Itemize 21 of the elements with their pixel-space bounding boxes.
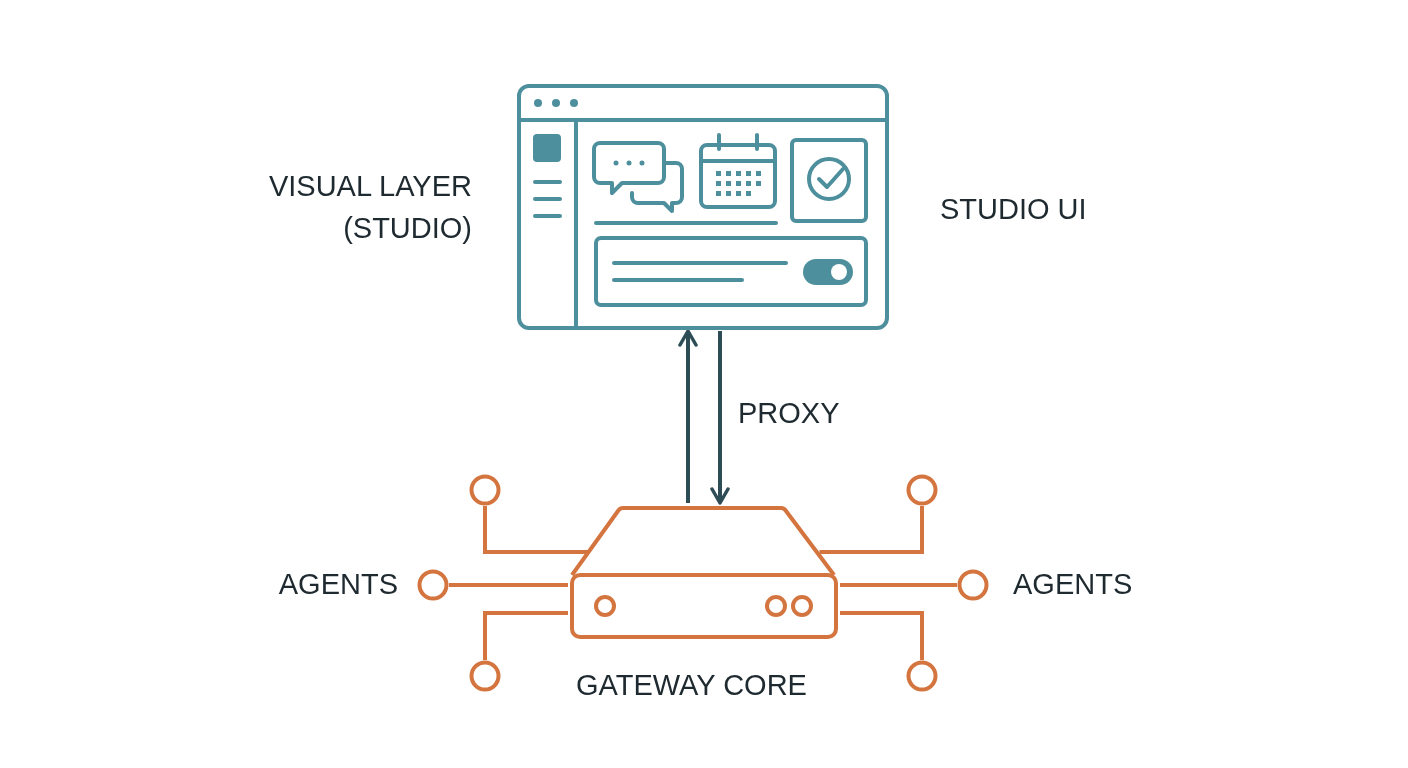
connector-line [840, 583, 957, 587]
connector-line [449, 583, 568, 587]
connector-circle [469, 660, 501, 692]
connector-circle [469, 474, 501, 506]
connector-circle [906, 474, 938, 506]
caption-label: STUDIO UI [940, 192, 1087, 227]
connector-line [483, 611, 568, 660]
gateway-device-drawing [568, 503, 840, 641]
caption-label: VISUAL LAYER (STUDIO) [267, 169, 472, 247]
connector-circle [417, 569, 449, 601]
connector-line [483, 506, 589, 554]
connector-circle [957, 569, 989, 601]
arrow [710, 331, 730, 505]
connector-line [819, 506, 924, 554]
caption-label: GATEWAY CORE [576, 668, 807, 703]
arrow [678, 329, 698, 503]
caption-label: AGENTS [278, 567, 398, 602]
connector-circle [906, 660, 938, 692]
caption-label: AGENTS [1013, 567, 1133, 602]
app-window-drawing [516, 83, 890, 331]
connector-line [840, 611, 924, 660]
